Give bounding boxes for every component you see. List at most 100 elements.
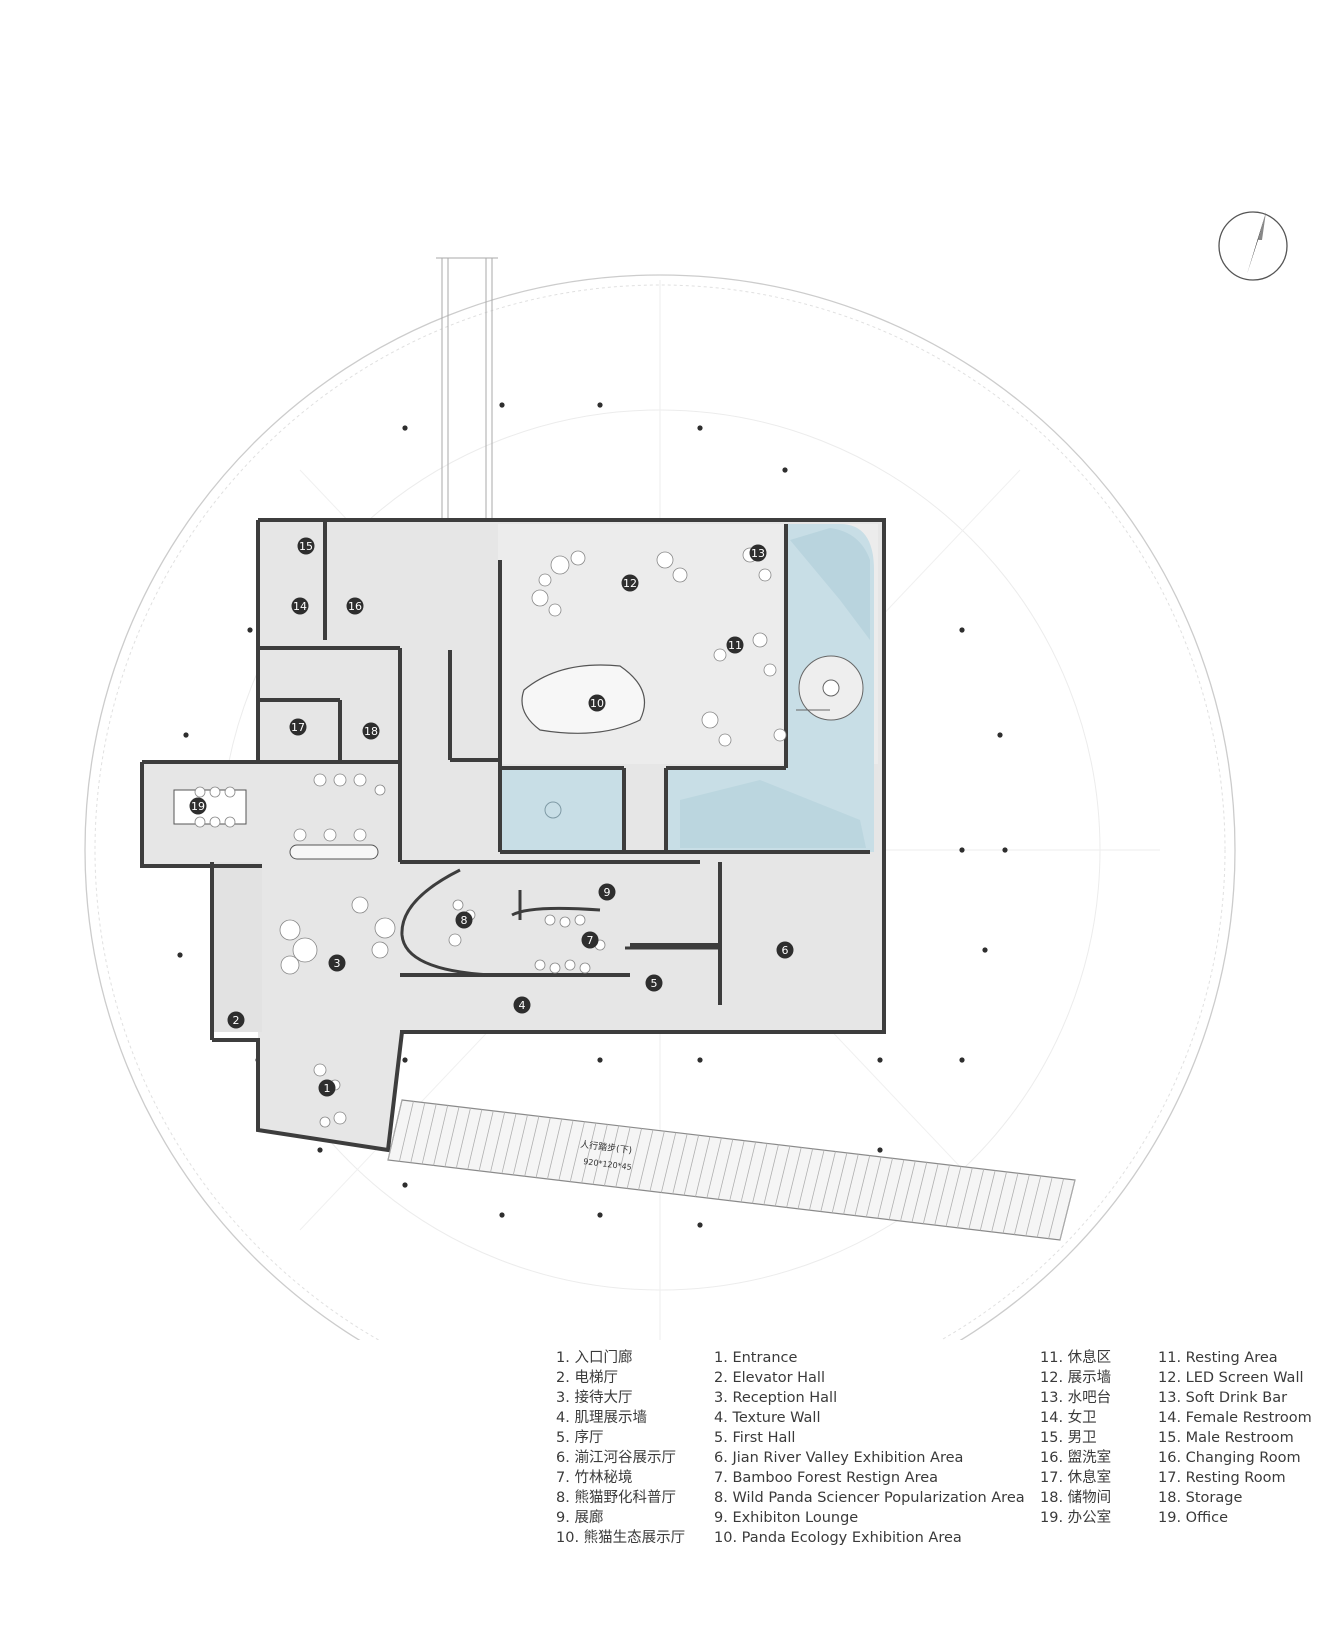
grid-dot bbox=[402, 1057, 408, 1063]
ramp-step bbox=[569, 1121, 585, 1182]
ramp-step bbox=[1048, 1178, 1064, 1239]
grid-dot bbox=[597, 1057, 603, 1063]
ramp-step bbox=[740, 1141, 756, 1203]
legend-english-col1: 1. Entrance 2. Elevator Hall 3. Receptio… bbox=[714, 1348, 1025, 1548]
legend-item: 10. Panda Ecology Exhibition Area bbox=[714, 1530, 962, 1546]
grid-dot bbox=[247, 627, 253, 633]
ramp-step bbox=[706, 1137, 722, 1199]
legend-item: 18. Storage bbox=[1158, 1490, 1243, 1506]
plant-icon bbox=[564, 959, 576, 971]
legend-item: 7. 竹林秘境 bbox=[556, 1470, 633, 1486]
grid-dot bbox=[183, 732, 189, 738]
plant-icon bbox=[194, 786, 206, 798]
room-marker-label: 6 bbox=[782, 944, 789, 957]
plant-icon bbox=[194, 816, 206, 828]
room-marker-label: 5 bbox=[651, 977, 658, 990]
grid-dot bbox=[597, 402, 603, 408]
plant-icon bbox=[448, 933, 462, 947]
plant-icon bbox=[333, 1111, 347, 1125]
grid-dot bbox=[1002, 847, 1008, 853]
plant-icon bbox=[559, 916, 571, 928]
legend-item: 14. 女卫 bbox=[1040, 1410, 1097, 1426]
legend-item: 14. Female Restroom bbox=[1158, 1410, 1312, 1426]
ramp-step bbox=[786, 1147, 802, 1208]
legend-item: 17. Resting Room bbox=[1158, 1470, 1286, 1486]
ramp-step bbox=[797, 1148, 814, 1209]
island-10 bbox=[521, 664, 646, 734]
grid-dot bbox=[177, 952, 183, 958]
room-marker-15: 15 bbox=[297, 537, 315, 555]
plant-icon bbox=[531, 589, 549, 607]
plant-icon bbox=[374, 784, 386, 796]
ramp-step bbox=[444, 1106, 460, 1167]
curved-wall-8 bbox=[400, 868, 491, 977]
legend-item: 1. 入口门廊 bbox=[556, 1350, 633, 1366]
grid-dot bbox=[697, 1057, 703, 1063]
plant-icon bbox=[313, 1063, 327, 1077]
plant-icon bbox=[452, 899, 464, 911]
legend-item: 6. Jian River Valley Exhibition Area bbox=[714, 1450, 964, 1466]
room-marker-18: 18 bbox=[362, 722, 380, 740]
plant-icon bbox=[292, 937, 318, 963]
ramp-step bbox=[831, 1152, 848, 1213]
ramp-step bbox=[843, 1154, 859, 1215]
plant-icon bbox=[353, 828, 367, 842]
plant-icon bbox=[333, 773, 347, 787]
plant-icon bbox=[280, 955, 300, 975]
legend-item: 13. 水吧台 bbox=[1040, 1390, 1112, 1406]
room-marker-label: 4 bbox=[519, 999, 526, 1012]
legend-item: 3. 接待大厅 bbox=[556, 1390, 633, 1406]
ramp-step bbox=[410, 1102, 426, 1163]
ramp-step bbox=[455, 1108, 471, 1169]
plant-icon bbox=[374, 917, 396, 939]
plant-icon bbox=[209, 816, 221, 828]
ramp-step bbox=[695, 1136, 711, 1197]
room-marker-12: 12 bbox=[621, 574, 639, 592]
room-marker-8: 8 bbox=[455, 911, 473, 929]
ramp-step bbox=[911, 1162, 928, 1223]
room-marker-label: 16 bbox=[348, 600, 362, 613]
plant-icon bbox=[656, 551, 674, 569]
ramp-step bbox=[1036, 1177, 1053, 1238]
ramp-step bbox=[774, 1146, 791, 1207]
room-marker-19: 19 bbox=[189, 797, 207, 815]
room-marker-3: 3 bbox=[328, 954, 346, 972]
plant-icon bbox=[701, 711, 719, 729]
grid-dot bbox=[877, 1147, 883, 1153]
ramp-step bbox=[991, 1171, 1007, 1232]
ramp-step bbox=[683, 1135, 699, 1196]
ramp-step bbox=[592, 1124, 608, 1185]
room-marker-11: 11 bbox=[726, 636, 744, 654]
plant-icon bbox=[353, 773, 367, 787]
room-marker-13: 13 bbox=[749, 544, 767, 562]
room-marker-14: 14 bbox=[291, 597, 309, 615]
ramp-step bbox=[865, 1156, 882, 1218]
plant-icon bbox=[371, 941, 389, 959]
plant-icon bbox=[758, 568, 772, 582]
ramp-step bbox=[626, 1128, 642, 1189]
ramp-step bbox=[581, 1122, 597, 1184]
ramp-step bbox=[957, 1167, 973, 1228]
plant-icon bbox=[773, 728, 787, 742]
ramp-step bbox=[922, 1163, 939, 1224]
room-marker-5: 5 bbox=[645, 974, 663, 992]
plant-icon bbox=[672, 567, 688, 583]
room-marker-label: 9 bbox=[604, 886, 611, 899]
north-arrow-icon bbox=[1218, 211, 1288, 281]
room-marker-label: 11 bbox=[728, 639, 742, 652]
legend-chinese-col2: 11. 休息区 12. 展示墙 13. 水吧台 14. 女卫 15. 男卫 16… bbox=[1040, 1348, 1111, 1528]
reception-counter bbox=[289, 844, 379, 860]
walls bbox=[140, 518, 886, 1153]
ramp-step bbox=[854, 1155, 871, 1216]
legend-item: 7. Bamboo Forest Restign Area bbox=[714, 1470, 939, 1486]
room-marker-6: 6 bbox=[776, 941, 794, 959]
grid-dot bbox=[597, 1212, 603, 1218]
ramp-step bbox=[1059, 1179, 1076, 1241]
room-marker-7: 7 bbox=[581, 931, 599, 949]
grid-dot bbox=[782, 467, 788, 473]
room-marker-label: 19 bbox=[191, 800, 205, 813]
ramp-step bbox=[877, 1158, 893, 1219]
ramp-step bbox=[1025, 1175, 1042, 1237]
room-marker-label: 13 bbox=[751, 547, 765, 560]
